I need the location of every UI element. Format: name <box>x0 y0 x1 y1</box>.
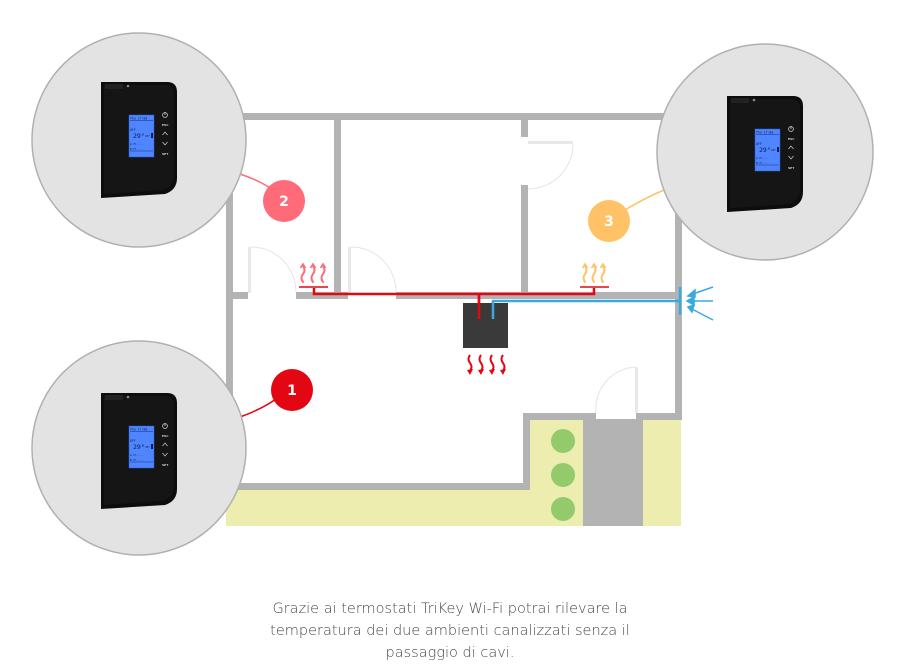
doors <box>248 141 638 414</box>
caption-line: Grazie ai termostati TriKey Wi-Fi potrai… <box>272 601 628 617</box>
zone-badge-1[interactable]: 1 <box>271 369 313 411</box>
connector-zone-2 <box>239 173 271 189</box>
vent-zone-2 <box>299 263 328 288</box>
plants <box>551 429 575 521</box>
svg-text:2: 2 <box>279 194 289 210</box>
floor-plan-diagram: Thu 17:00 OFF 29° 20° A M..... B M..... … <box>31 32 874 556</box>
hvac-unit <box>463 303 508 348</box>
thermostat-lens-1 <box>31 340 247 556</box>
caption: Grazie ai termostati TriKey Wi-Fi potrai… <box>200 598 700 664</box>
air-intake-arrows-icon <box>685 286 714 321</box>
heat-waves-icon <box>467 354 506 375</box>
thermostat-device <box>100 81 178 199</box>
caption-line: temperatura dei due ambienti canalizzati… <box>270 623 630 639</box>
svg-text:1: 1 <box>287 383 297 399</box>
caption-line: passaggio di cavi. <box>385 645 515 661</box>
connector-zone-3 <box>624 189 665 211</box>
walkway <box>583 419 643 526</box>
zone-badge-3[interactable]: 3 <box>588 200 630 242</box>
zone-badge-2[interactable]: 2 <box>263 180 305 222</box>
thermostat-lens-2 <box>31 32 247 248</box>
thermostat-device <box>100 392 178 510</box>
vent-zone-3 <box>580 263 609 288</box>
thermostat-device <box>726 95 804 213</box>
thermostat-lens-3 <box>656 43 874 261</box>
svg-text:3: 3 <box>604 214 614 230</box>
walls <box>226 113 682 490</box>
